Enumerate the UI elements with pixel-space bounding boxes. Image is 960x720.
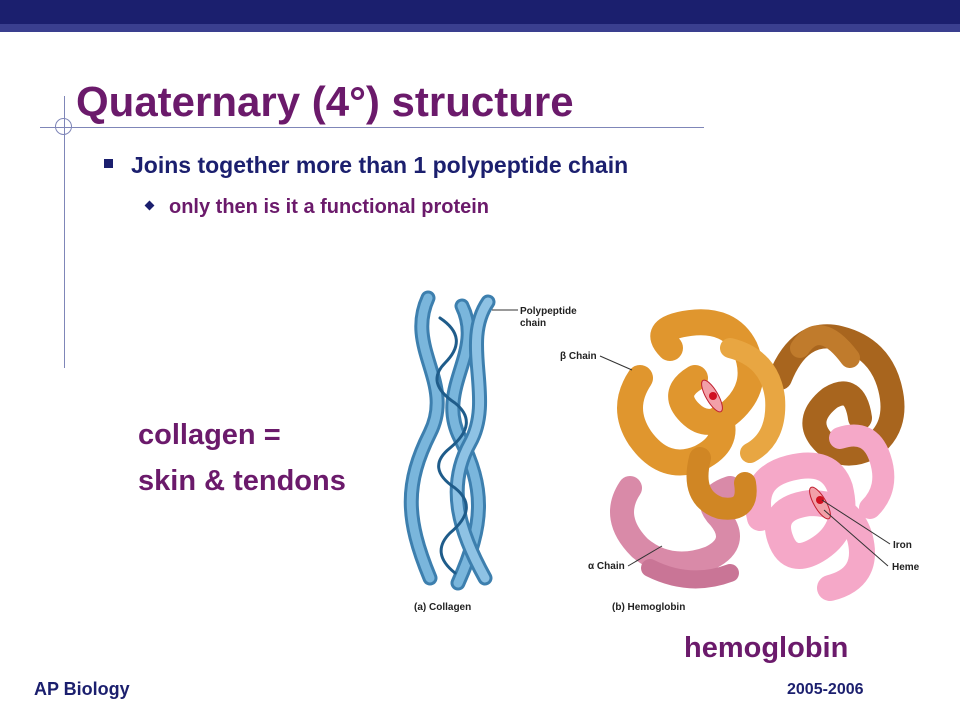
- beta-chain-label: β Chain: [560, 351, 597, 362]
- square-bullet-icon: [104, 159, 113, 169]
- diamond-bullet-icon: [144, 200, 155, 211]
- bullet-level-1: Joins together more than 1 polypeptide c…: [104, 152, 628, 179]
- protein-figure: Polypeptide chain β Chain α Chain Iron H…: [403, 290, 920, 613]
- slide-title: Quaternary (4°) structure: [76, 78, 574, 125]
- top-bar: [0, 0, 960, 24]
- collagen-line-1: collagen =: [138, 419, 281, 451]
- polypeptide-label: Polypeptide: [520, 306, 577, 317]
- hemoglobin-caption: hemoglobin: [684, 632, 849, 664]
- polypeptide-label-chain: chain: [520, 318, 546, 329]
- collagen-line-2: skin & tendons: [138, 465, 346, 497]
- top-bar-accent: [0, 24, 960, 32]
- crosshair-circle: [55, 118, 72, 135]
- bullet-2-text: only then is it a functional protein: [169, 196, 490, 218]
- footer-left: AP Biology: [34, 679, 130, 699]
- footer-right: 2005-2006: [787, 681, 864, 698]
- bullet-1-text: Joins together more than 1 polypeptide c…: [131, 152, 629, 178]
- caption-hemoglobin: (b) Hemoglobin: [612, 602, 685, 613]
- iron-label: Iron: [893, 540, 912, 551]
- alpha-chain-label: α Chain: [588, 561, 625, 572]
- bullet-level-2: only then is it a functional protein: [144, 196, 490, 219]
- horizontal-guide-line: [40, 127, 704, 128]
- vertical-guide-line: [64, 96, 65, 368]
- collagen-caption: collagen = skin & tendons: [138, 412, 346, 504]
- caption-collagen: (a) Collagen: [414, 602, 471, 613]
- heme-label: Heme: [892, 562, 920, 573]
- hemoglobin-model: [610, 309, 905, 601]
- collagen-helix: [403, 290, 496, 591]
